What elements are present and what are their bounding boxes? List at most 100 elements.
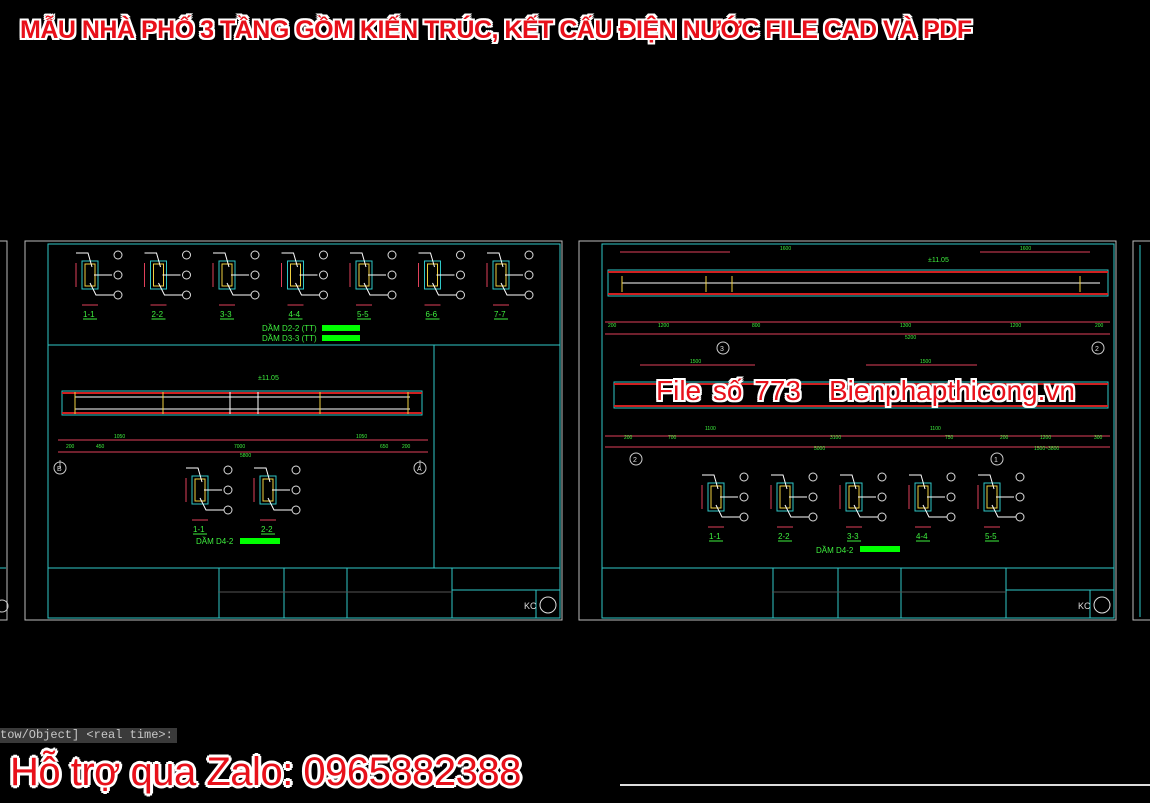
beam-section: 5-5: [977, 472, 1025, 542]
watermark: File số 773 Bienphapthicong.vn: [656, 375, 1103, 407]
level-mark: ±11.05: [928, 257, 949, 264]
dimension-label: 450: [96, 444, 105, 450]
beam-section: 2-2: [253, 465, 301, 535]
dimension-label: 1100: [930, 426, 941, 432]
dimension-label: 1200: [1040, 435, 1051, 441]
beam-section: 7-7: [486, 250, 534, 320]
beam-label: DẦM D4-2: [196, 536, 234, 546]
dimension-label: 300: [1094, 435, 1103, 441]
beam-elevation: [58, 390, 428, 468]
dimension-label: 700: [668, 435, 677, 441]
grid-bubble: 1: [990, 452, 1004, 466]
beam-section: 1-1: [185, 465, 233, 535]
dimension-label: 1600: [1020, 246, 1031, 252]
beam-label-marker: [240, 538, 280, 544]
section-row-bottom: 1-1 2-2: [185, 465, 301, 535]
dimension-label: 1200: [1010, 323, 1021, 329]
section-label: 3-3: [847, 532, 859, 541]
svg-text:3: 3: [720, 346, 724, 353]
dimension-label: 7000: [234, 444, 245, 450]
dimension-label: 1200: [658, 323, 669, 329]
title-block-code: KC: [1078, 601, 1091, 611]
section-row: 1-1 2-2 3-3 4-4 5-5: [701, 472, 1025, 542]
dimension-label: 1050: [356, 434, 367, 440]
beam-section: 1-1: [75, 250, 123, 320]
svg-text:2: 2: [1095, 346, 1099, 353]
beam-label-marker: [322, 335, 360, 341]
title-block-code: KC: [524, 601, 537, 611]
dimension-label: 1300: [900, 323, 911, 329]
section-label: 3-3: [220, 310, 232, 319]
grid-bubble-b: B: [53, 461, 67, 475]
section-label: 4-4: [916, 532, 928, 541]
beam-label: DẦM D2-2 (TT): [262, 323, 317, 333]
dimension-label: 1500~3800: [1034, 446, 1059, 452]
svg-text:B: B: [57, 466, 62, 473]
dimension-label: 1100: [705, 426, 716, 432]
watermark-file: File số 773: [656, 375, 801, 406]
level-mark: ±11.05: [258, 375, 279, 382]
section-row-top: 1-1 2-2 3-3 4-4 5-5 6-6 7-7: [75, 250, 534, 320]
support-zalo: Hỗ trợ qua Zalo: 0965882388: [10, 750, 521, 794]
dimension-label: 3100: [830, 435, 841, 441]
partial-sheet-left: [0, 240, 9, 621]
section-label: 1-1: [193, 525, 205, 534]
dimension-label: 650: [380, 444, 389, 450]
dimension-label: 200: [608, 323, 617, 329]
dimension-label: 1050: [114, 434, 125, 440]
beam-section: 4-4: [281, 250, 328, 320]
drawing-sheet-left[interactable]: KC 1-1 2-2 3-3 4-4 5-5 6-6 7-7 DẦM D2-2 (TT) D…: [24, 240, 563, 621]
dimension-label: 1500: [690, 359, 701, 365]
svg-text:A: A: [417, 466, 422, 473]
title-block: [602, 567, 1114, 618]
beam-label-marker: [322, 325, 360, 331]
beam-label: DẦM D4-2: [816, 545, 854, 555]
dimension-label: 1500: [920, 359, 931, 365]
dimension-label: 5000: [814, 446, 825, 452]
grid-bubble: 2: [1091, 341, 1105, 355]
dimension-label: 200: [66, 444, 75, 450]
beam-section: 5-5: [349, 250, 397, 320]
grid-bubble: 3: [716, 341, 730, 355]
section-label: 5-5: [985, 532, 997, 541]
section-label: 7-7: [494, 310, 506, 319]
dimension-label: 200: [624, 435, 633, 441]
beam-section: 2-2: [144, 250, 191, 320]
svg-text:2: 2: [633, 457, 637, 464]
beam-label: DẦM D3-3 (TT): [262, 333, 317, 343]
dimension-label: 200: [1095, 323, 1104, 329]
beam-section: 1-1: [701, 472, 749, 542]
title-block: [48, 567, 560, 618]
beam-section: 3-3: [839, 472, 887, 542]
section-label: 4-4: [289, 310, 301, 319]
section-label: 1-1: [83, 310, 95, 319]
section-label: 6-6: [426, 310, 438, 319]
command-line[interactable]: tow/Object] <real time>:: [0, 728, 177, 743]
divider: [620, 784, 1150, 786]
dimension-label: 5200: [905, 335, 916, 341]
beam-elevation-top: [605, 251, 1110, 335]
section-label: 2-2: [152, 310, 164, 319]
dimension-label: 750: [945, 435, 954, 441]
section-label: 1-1: [709, 532, 721, 541]
section-label: 5-5: [357, 310, 369, 319]
dimension-label: 5800: [240, 453, 251, 459]
dimension-labels: 200 450 1050 7000 1050 650 200 5800: [66, 434, 411, 459]
beam-section: 6-6: [418, 250, 465, 320]
beam-section: 4-4: [908, 472, 956, 542]
section-label: 2-2: [261, 525, 273, 534]
dimension-label: 200: [1000, 435, 1009, 441]
dimension-label: 1600: [780, 246, 791, 252]
svg-text:1: 1: [994, 457, 998, 464]
beam-section: 3-3: [212, 250, 260, 320]
banner-title: MẪU NHÀ PHỐ 3 TẦNG GỒM KIẾN TRÚC, KẾT CẤ…: [20, 16, 972, 44]
grid-bubble: 2: [629, 452, 643, 466]
dimension-label: 200: [402, 444, 411, 450]
beam-section: 2-2: [770, 472, 818, 542]
watermark-site: Bienphapthicong.vn: [828, 375, 1075, 406]
beam-label-marker: [860, 546, 900, 552]
beam-elevation-mid: [605, 364, 1110, 448]
